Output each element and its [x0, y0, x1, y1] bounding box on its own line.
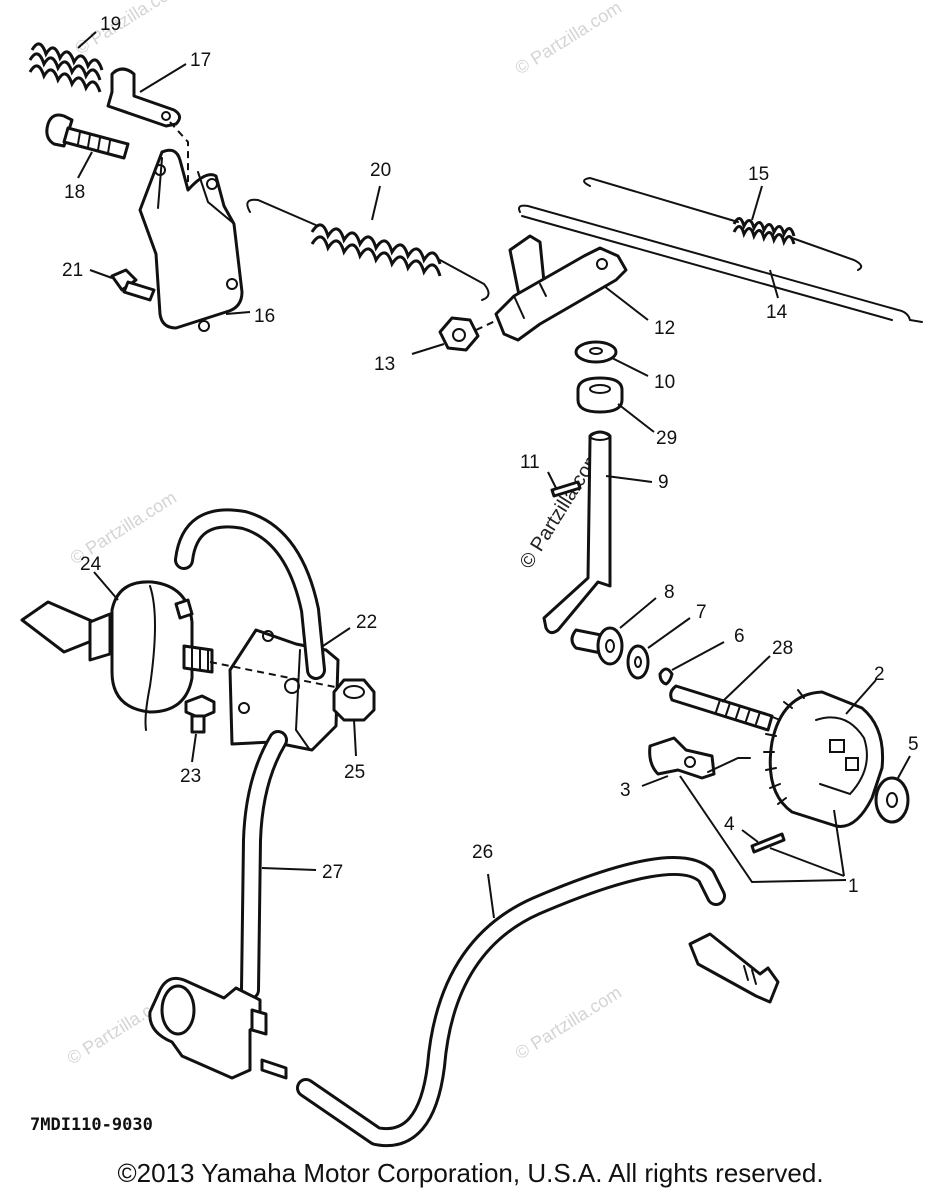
callout-25: 25: [344, 762, 365, 783]
part-13-nut: [411, 315, 507, 355]
callout-18: 18: [64, 182, 85, 203]
watermark: © Partzilla.com: [512, 0, 625, 78]
callout-20: 20: [370, 160, 391, 181]
part-15-spring-rod: [583, 176, 863, 271]
callout-9: 9: [658, 472, 669, 493]
part-16-bracket: [138, 121, 251, 332]
callout-5: 5: [908, 734, 919, 755]
part-12-lever: [494, 234, 649, 342]
callout-15: 15: [748, 164, 769, 185]
callout-13: 13: [374, 354, 395, 375]
part-11-pin: [547, 471, 582, 498]
part-26-hose: [296, 856, 726, 1148]
watermark: © Partzilla.com: [72, 0, 185, 58]
part-17-clamp: [106, 63, 187, 128]
part-29-bushing: [576, 376, 655, 433]
callout-28: 28: [772, 638, 793, 659]
callout-29: 29: [656, 428, 677, 449]
part-7-washer: [626, 617, 691, 680]
part-solenoid-valve: [148, 976, 288, 1080]
callout-8: 8: [664, 582, 675, 603]
part-23-bolt: [184, 694, 216, 763]
callout-labels: 19 17 18 20 15 21 16 12 14 13 10 29 11 9…: [62, 14, 919, 897]
callout-22: 22: [356, 612, 377, 633]
part-25-nut: [332, 678, 376, 757]
diagram-code: 7MDI110-9030: [30, 1115, 153, 1135]
callout-1: 1: [848, 876, 859, 897]
watermark: © Partzilla.com: [512, 982, 625, 1063]
part-24-actuator: [20, 571, 214, 731]
callout-7: 7: [696, 602, 707, 623]
callout-12: 12: [654, 318, 675, 339]
part-14-rod: [518, 204, 923, 323]
part-8-collar: [570, 597, 657, 666]
callout-16: 16: [254, 306, 275, 327]
part-9-shaft: [542, 430, 653, 635]
callout-6: 6: [734, 626, 745, 647]
callout-4: 4: [724, 814, 735, 835]
callout-27: 27: [322, 862, 343, 883]
part-6-clip: [658, 641, 725, 686]
callout-10: 10: [654, 372, 675, 393]
callout-21: 21: [62, 260, 83, 281]
part-2-gear: [763, 679, 885, 828]
part-18-bolt: [45, 113, 130, 179]
callout-11: 11: [520, 452, 540, 473]
callout-23: 23: [180, 766, 201, 787]
part-10-washer: [574, 340, 649, 377]
part-1-assembly-lines: [679, 775, 847, 884]
callout-2: 2: [874, 664, 885, 685]
copyright-notice: ©2013 Yamaha Motor Corporation, U.S.A. A…: [117, 1158, 824, 1188]
part-19-spring: [28, 31, 104, 93]
part-28-shaft: [669, 655, 774, 732]
callout-14: 14: [766, 302, 788, 323]
part-3-plate: [641, 736, 751, 787]
part-hose-fitting: [688, 932, 780, 1004]
callout-17: 17: [190, 50, 211, 71]
callout-19: 19: [100, 14, 121, 35]
part-4-pin: [741, 829, 786, 854]
part-5-washer: [874, 755, 911, 824]
callout-3: 3: [620, 780, 631, 801]
part-hose-upper: [174, 508, 326, 680]
part-21-bolt: [89, 268, 156, 302]
part-20-spring: [246, 185, 490, 301]
callout-24: 24: [80, 554, 102, 575]
part-27-hose: [240, 730, 317, 1000]
callout-26: 26: [472, 842, 493, 863]
